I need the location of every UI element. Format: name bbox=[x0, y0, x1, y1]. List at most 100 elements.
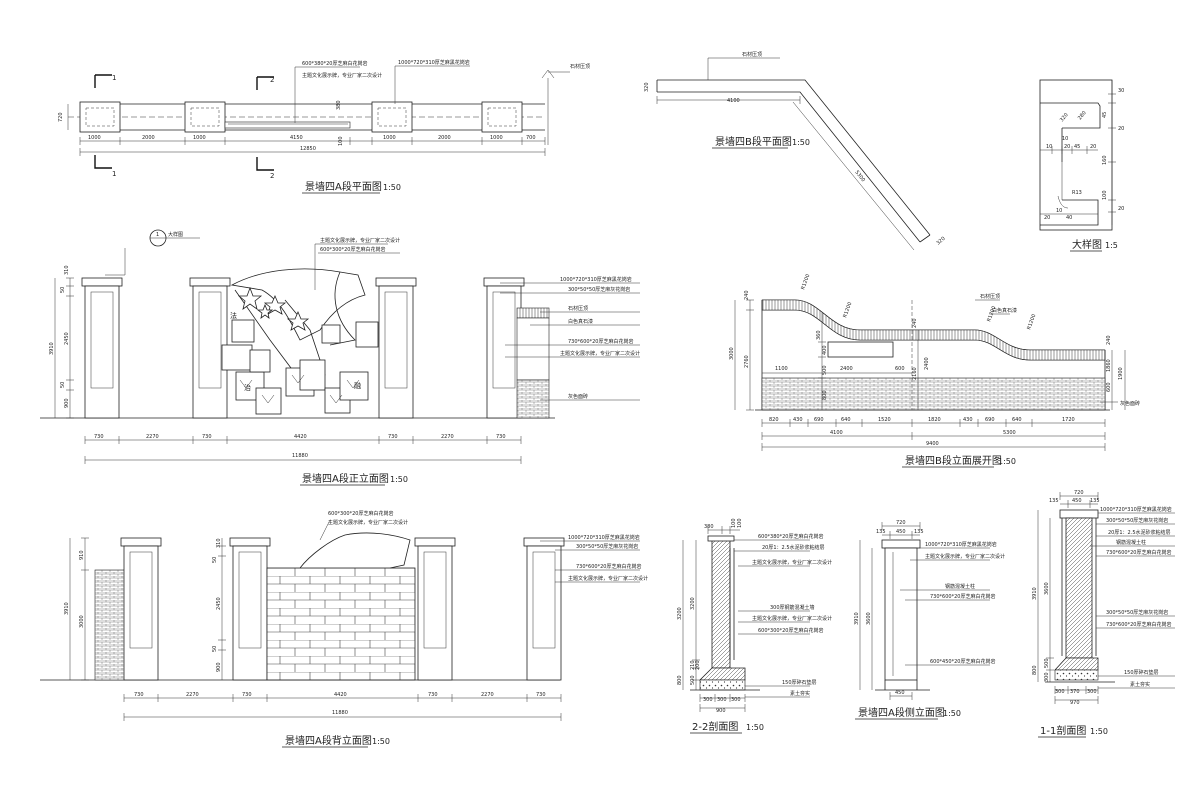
dim-label: 10 bbox=[1046, 144, 1052, 150]
detail-profile bbox=[1040, 102, 1101, 226]
detail-drawing: 30 45 20 160 100 20 320 280 10 20 10 45 … bbox=[1039, 79, 1124, 252]
dim-label: 500 bbox=[822, 365, 828, 375]
front-a-hdim bbox=[84, 436, 522, 444]
dim-label: 2000 bbox=[142, 135, 155, 141]
dim-label: 2450 bbox=[64, 332, 70, 345]
pier bbox=[414, 537, 456, 681]
sec22-top-dim bbox=[707, 526, 740, 534]
radius-label: R1200 bbox=[800, 273, 811, 290]
front-a-note: 600*300*20厚芝麻白花岗岩 bbox=[320, 246, 385, 253]
dim-label: 3910 bbox=[64, 602, 70, 615]
sec22-notes: 600*380*20厚芝麻白花岗岩 20厚1：2.5水泥砂浆粘结层 主题文化展示… bbox=[734, 533, 832, 698]
dim-label: 1860 bbox=[1106, 359, 1112, 372]
side-a-bottom-dim bbox=[889, 692, 913, 700]
sec11-bottom-dim bbox=[1054, 686, 1099, 694]
detail-frame bbox=[1039, 79, 1113, 231]
plan-a-note: 主题文化展示牌，专业厂家二次设计 bbox=[302, 72, 382, 79]
side-a-note: 主题文化展示牌，专业厂家二次设计 bbox=[925, 553, 1005, 560]
dim-label: 11880 bbox=[292, 453, 308, 459]
front-a-note: 主题文化展示牌，专业厂家二次设计 bbox=[560, 350, 640, 357]
front-a-note: 300*50*50厚芝麻灰花岗岩 bbox=[568, 286, 630, 293]
dim-label: 100 bbox=[1102, 190, 1108, 200]
elev-b-drawing: R1200 R1200 R1200 R1200 石材压顶 白色真石漆 灰色面砖 … bbox=[729, 273, 1140, 468]
dim-label: 360 bbox=[816, 330, 822, 340]
dim-label: 30 bbox=[1118, 88, 1124, 94]
dim-label: 11880 bbox=[332, 710, 348, 716]
leader-line bbox=[105, 237, 200, 276]
front-a-note: 灰色面砖 bbox=[568, 393, 588, 400]
sec22-footing bbox=[699, 667, 746, 681]
sec22-vdim bbox=[682, 540, 700, 690]
drawing-scale: 1:50 bbox=[390, 475, 408, 484]
dim-label: 800 bbox=[1032, 665, 1038, 675]
dim-label: 135 bbox=[1049, 498, 1059, 504]
drawing-title: 景墙四B段立面展开图 bbox=[905, 454, 1002, 467]
dim-label: 820 bbox=[769, 417, 779, 423]
plan-a-note: 1000*720*310厚芝麻黑花岗岩 bbox=[398, 59, 470, 66]
drawing-scale: 1:50 bbox=[792, 138, 810, 147]
dim-label: 135 bbox=[914, 529, 924, 535]
dim-label: 730 bbox=[388, 434, 398, 440]
sec22-note: 主题文化展示牌，专业厂家二次设计 bbox=[752, 559, 832, 566]
dim-label: 500 bbox=[690, 675, 696, 685]
dim-label: 2270 bbox=[186, 692, 199, 698]
sec22-total-dim bbox=[699, 704, 746, 712]
plan-a-pier-inner bbox=[85, 107, 115, 127]
plan-a-pier bbox=[481, 101, 523, 133]
drawing-scale: 1:50 bbox=[383, 183, 401, 192]
dim-label: 1000 bbox=[383, 135, 396, 141]
dim-label: 100 bbox=[737, 518, 743, 528]
side-a-drawing: 720 135 450 135 3910 3600 1000*720*310厚芝… bbox=[854, 520, 1005, 720]
sec11-cap bbox=[1059, 509, 1099, 519]
side-a-notes: 1000*720*310厚芝麻黑花岗岩 主题文化展示牌，专业厂家二次设计 钢筋混… bbox=[900, 541, 1005, 666]
dim-label: 3200 bbox=[677, 607, 683, 620]
sec11-note: 20厚1：2.5水泥砂浆粘结层 bbox=[1108, 529, 1171, 536]
front-a-note: 730*600*20厚芝麻白花岗岩 bbox=[568, 338, 633, 345]
plan-a-pier-inner bbox=[487, 107, 517, 127]
plan-a-pier bbox=[184, 101, 226, 133]
dim-label: 300 bbox=[717, 697, 727, 703]
dim-label: 720 bbox=[1074, 490, 1084, 496]
sec11-gravel bbox=[1054, 669, 1099, 681]
elev-b-hdim bbox=[761, 419, 1106, 427]
dim-label: 280 bbox=[1077, 110, 1088, 121]
sec22-note: 150厚碎石垫层 bbox=[782, 679, 817, 686]
front-a-vdim bbox=[54, 277, 74, 419]
dim-label: 40 bbox=[1066, 215, 1072, 221]
dim-label: 3000 bbox=[729, 347, 735, 360]
dim-label: 450 bbox=[1072, 498, 1082, 504]
plan-a-pier-inner bbox=[190, 107, 220, 127]
section-mark-2-top bbox=[256, 76, 274, 90]
front-a-note: 主题文化展示牌，专业厂家二次设计 bbox=[320, 237, 400, 244]
dim-label: 10 bbox=[1062, 136, 1068, 142]
sec11-note: 300*50*50厚芝麻灰花岗岩 bbox=[1106, 609, 1168, 616]
brick-base bbox=[761, 377, 1106, 411]
back-a-note: 1000*720*310厚芝麻黑花岗岩 bbox=[568, 534, 640, 541]
back-a-vdim-left bbox=[69, 537, 89, 681]
section-mark-label: 2 bbox=[270, 172, 274, 180]
detail-profile-curve bbox=[1057, 162, 1069, 209]
dim-label: 2160 bbox=[912, 367, 918, 380]
drawing-scale: 1:5 bbox=[1105, 241, 1118, 250]
dim-label: 135 bbox=[1090, 498, 1100, 504]
pier bbox=[120, 537, 162, 681]
sec22-wall bbox=[711, 539, 731, 669]
dim-label: 3910 bbox=[49, 342, 55, 355]
wall-stub bbox=[516, 317, 550, 381]
back-a-note: 730*600*20厚芝麻白花岗岩 bbox=[576, 563, 641, 570]
dim-label: 430 bbox=[793, 417, 803, 423]
drawing-scale: 1:50 bbox=[943, 709, 961, 718]
dim-label: 1520 bbox=[878, 417, 891, 423]
dim-label: 900 bbox=[716, 708, 726, 714]
sec22-cladding bbox=[729, 548, 735, 660]
dim-label: 730 bbox=[134, 692, 144, 698]
section-mark-label: 1 bbox=[112, 74, 116, 82]
sec11-vdim bbox=[1037, 510, 1054, 682]
dim-label: 380 bbox=[336, 100, 342, 110]
dim-label: 600 bbox=[1106, 382, 1112, 392]
dim-label: 100 bbox=[731, 518, 737, 528]
drawing-title: 景墙四B段平面图 bbox=[715, 135, 792, 148]
dim-label: 10 bbox=[1056, 208, 1062, 214]
dim-label: 50 bbox=[60, 382, 66, 388]
dim-label: 50 bbox=[212, 557, 218, 563]
